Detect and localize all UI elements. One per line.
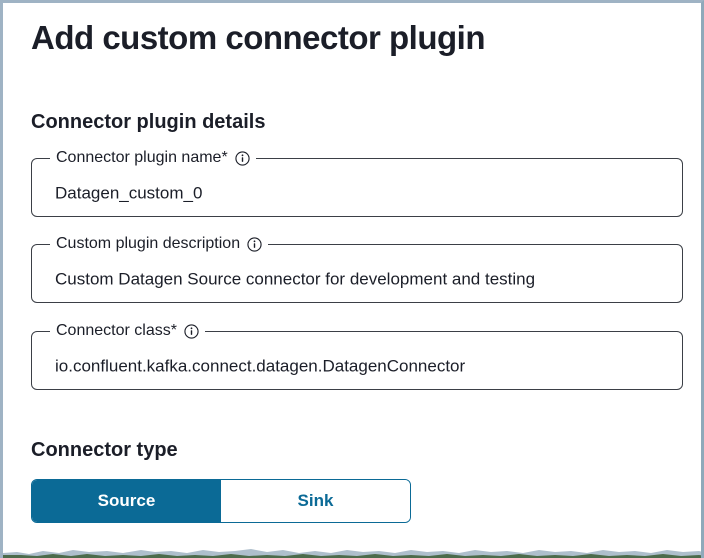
- field-value-custom-plugin-description[interactable]: Custom Datagen Source connector for deve…: [55, 269, 536, 289]
- field-label-custom-plugin-description: Custom plugin description: [56, 235, 241, 252]
- connector-type-toggle-group[interactable]: Source Sink: [31, 479, 411, 523]
- field-label-connector-class: Connector class*: [56, 322, 177, 339]
- section-heading-connector-plugin-details: Connector plugin details: [31, 111, 266, 133]
- connector-type-option-source[interactable]: Source: [32, 480, 221, 522]
- section-heading-connector-type: Connector type: [31, 439, 178, 461]
- info-icon[interactable]: [235, 150, 250, 166]
- connector-type-option-sink[interactable]: Sink: [221, 480, 410, 522]
- info-icon[interactable]: [184, 323, 199, 339]
- field-custom-plugin-description[interactable]: Custom plugin description Custom Datagen…: [31, 235, 683, 303]
- page-title: Add custom connector plugin: [31, 19, 486, 56]
- field-legend-connector-class: Connector class*: [50, 322, 205, 340]
- add-custom-connector-plugin-card: Add custom connector plugin Connector pl…: [3, 3, 701, 558]
- field-label-connector-plugin-name: Connector plugin name*: [56, 149, 228, 166]
- field-legend-custom-plugin-description: Custom plugin description: [50, 235, 268, 253]
- field-legend-connector-plugin-name: Connector plugin name*: [50, 149, 256, 167]
- info-icon[interactable]: [247, 236, 262, 252]
- field-connector-class[interactable]: Connector class* io.confluent.kafka.conn…: [31, 322, 683, 390]
- field-value-connector-plugin-name[interactable]: Datagen_custom_0: [55, 183, 203, 203]
- field-connector-plugin-name[interactable]: Connector plugin name* Datagen_custom_0: [31, 149, 683, 217]
- field-value-connector-class[interactable]: io.confluent.kafka.connect.datagen.Datag…: [55, 356, 466, 376]
